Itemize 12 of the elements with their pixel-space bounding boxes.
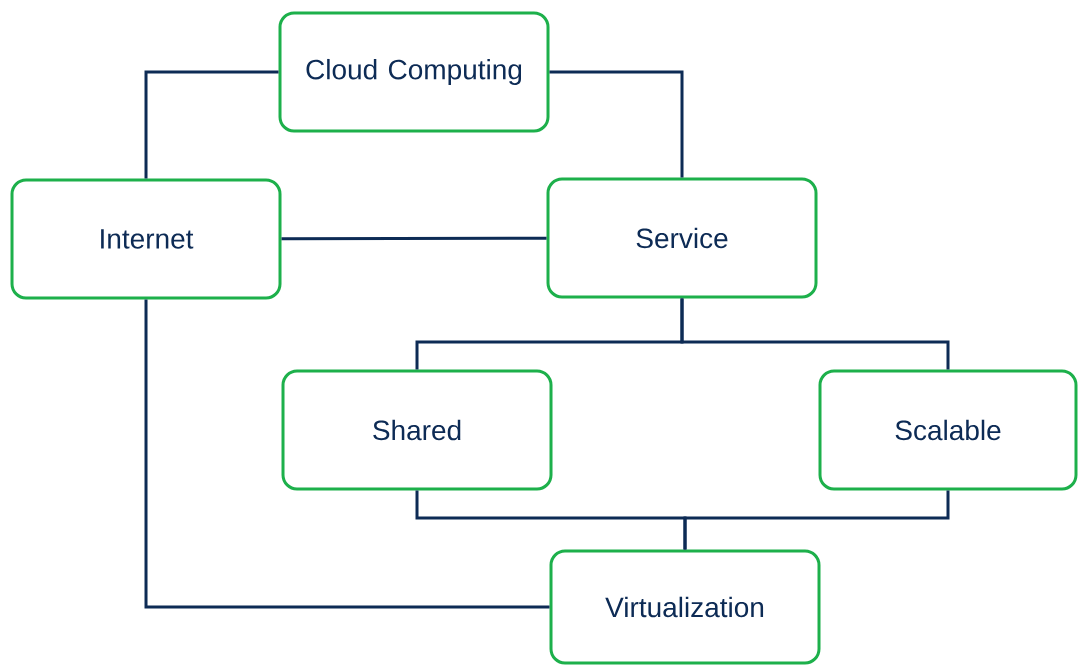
process-box: Shared bbox=[281, 369, 553, 491]
connector-line bbox=[683, 490, 950, 550]
process-box: Cloud Computing bbox=[278, 11, 550, 133]
connector-line bbox=[281, 236, 547, 241]
process-box: Service bbox=[546, 177, 818, 299]
connector-line bbox=[144, 299, 550, 609]
connector-line bbox=[680, 298, 950, 370]
process-box: Virtualization bbox=[549, 549, 821, 665]
process-box: Internet bbox=[10, 178, 282, 300]
connector-line bbox=[144, 70, 279, 179]
process-box: Scalable bbox=[818, 369, 1078, 491]
connector-line bbox=[549, 70, 684, 178]
